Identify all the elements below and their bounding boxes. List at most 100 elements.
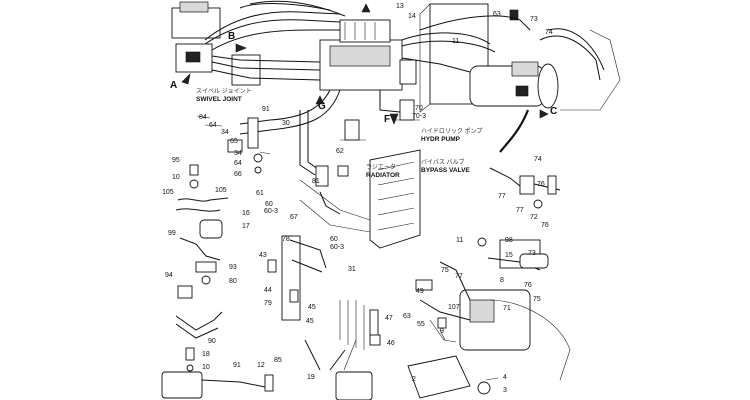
callout-10-b: 10 (202, 364, 210, 371)
callout-9: 9 (440, 328, 444, 335)
callout-64-b: 64 (234, 160, 242, 167)
callout-79: 79 (264, 300, 272, 307)
callout-60-3-a: 60-3 (264, 208, 279, 215)
callout-61: 61 (256, 190, 264, 197)
callout-16: 16 (242, 210, 250, 217)
callout-77-c: 77 (455, 273, 463, 280)
callout-81: 81 (312, 178, 320, 185)
hose-bundle (204, 0, 531, 176)
callout-90: 90 (208, 338, 216, 345)
callout-94: 94 (165, 272, 173, 279)
callout-30: 30 (282, 120, 290, 127)
callout-91: 91 (262, 106, 270, 113)
callout-8: 8 (500, 277, 504, 284)
callout-67: 67 (290, 214, 298, 221)
hydr-pump-caption: HYDR PUMP (421, 136, 461, 143)
callout-14: 14 (408, 13, 416, 20)
callout-31: 31 (348, 266, 356, 273)
callout-78: 78 (282, 236, 290, 243)
callout-72: 72 (530, 214, 538, 221)
callout-49: 49 (416, 288, 424, 295)
callout-60-3-b: 60-3 (330, 244, 345, 251)
support-brackets (247, 99, 420, 149)
callout-75-b: 75 (533, 296, 541, 303)
callout-11: 11 (452, 38, 460, 45)
callout-44: 44 (264, 287, 272, 294)
fittings-left (161, 139, 274, 399)
callout-76-a: 76 (537, 181, 545, 188)
callout-107: 107 (448, 304, 460, 311)
callout-70-3: 70-3 (412, 113, 427, 120)
callout-55: 55 (417, 321, 425, 328)
callout-F: F (384, 114, 391, 125)
fittings-middle (267, 165, 381, 400)
bypass-valve-caption-jp: バイパス バルブ (421, 160, 465, 166)
callout-18: 18 (202, 351, 210, 358)
bypass-fittings (489, 167, 561, 209)
callout-105-a: 105 (162, 189, 174, 196)
callout-19: 19 (307, 374, 315, 381)
callout-45-a: 45 (308, 304, 316, 311)
callout-63-b: 63 (403, 313, 411, 320)
callout-60-a: 60 (265, 201, 273, 208)
callout-99: 99 (168, 230, 176, 237)
callout-47: 47 (385, 315, 393, 322)
callout-A: A (170, 80, 178, 91)
callout-95: 95 (172, 157, 180, 164)
callout-C: C (550, 106, 558, 117)
callout-15: 15 (505, 252, 513, 259)
radiator (299, 149, 421, 249)
callout-76-b: 76 (541, 222, 549, 229)
callout-74: 74 (545, 29, 553, 36)
callout-76-c: 76 (524, 282, 532, 289)
radiator-caption-jp: ラジエータ (366, 165, 396, 171)
radiator-caption: RADIATOR (366, 172, 400, 179)
callout-74-b: 74 (534, 156, 542, 163)
bypass-valve-caption: BYPASS VALVE (421, 167, 470, 174)
callout-73-b: 73 (528, 250, 536, 257)
callout-17: 17 (242, 223, 250, 230)
callout-60-b: 60 (330, 236, 338, 243)
callout-84: 84 (199, 114, 207, 121)
callout-34-b: 34 (234, 150, 242, 157)
callout-11-b: 11 (456, 237, 464, 244)
callout-34-a: 34 (221, 129, 229, 136)
callout-71: 71 (503, 305, 511, 312)
callout-G: G (318, 101, 326, 112)
callout-43: 43 (259, 252, 267, 259)
callout-66: 66 (234, 171, 242, 178)
callout-98: 98 (505, 237, 513, 244)
callout-77-b: 77 (516, 207, 524, 214)
callout-93: 93 (229, 264, 237, 271)
callout-3: 3 (503, 387, 507, 394)
callout-4: 4 (503, 374, 507, 381)
callout-85: 85 (274, 357, 282, 364)
callout-45-b: 45 (306, 318, 314, 325)
callout-64-a: 64 (209, 122, 217, 129)
callout-65: 65 (230, 138, 238, 145)
hydr-pump-caption-jp: ハイドロリック ポンプ (421, 129, 483, 135)
callout-63: 63 (493, 11, 501, 18)
callout-2: 2 (412, 376, 416, 383)
callout-13: 13 (396, 3, 404, 10)
callout-70: 70 (415, 105, 423, 112)
callout-105-b: 105 (215, 187, 227, 194)
swivel-joint-caption: SWIVEL JOINT (196, 96, 242, 103)
callout-80: 80 (229, 278, 237, 285)
callout-46: 46 (387, 340, 395, 347)
callout-91-b: 91 (233, 362, 241, 369)
callout-62: 62 (336, 148, 344, 155)
hydraulic-pump (469, 28, 621, 153)
direction-arrows (181, 3, 549, 125)
callout-12: 12 (257, 362, 265, 369)
leader-lines (196, 115, 499, 381)
swivel-joint-caption-jp: スイベル ジョイント (196, 89, 252, 95)
callout-B: B (228, 31, 236, 42)
valve-group-right (407, 237, 571, 399)
callout-73: 73 (530, 16, 538, 23)
callout-75: 75 (441, 267, 449, 274)
callout-10: 10 (172, 174, 180, 181)
callout-77-a: 77 (498, 193, 506, 200)
